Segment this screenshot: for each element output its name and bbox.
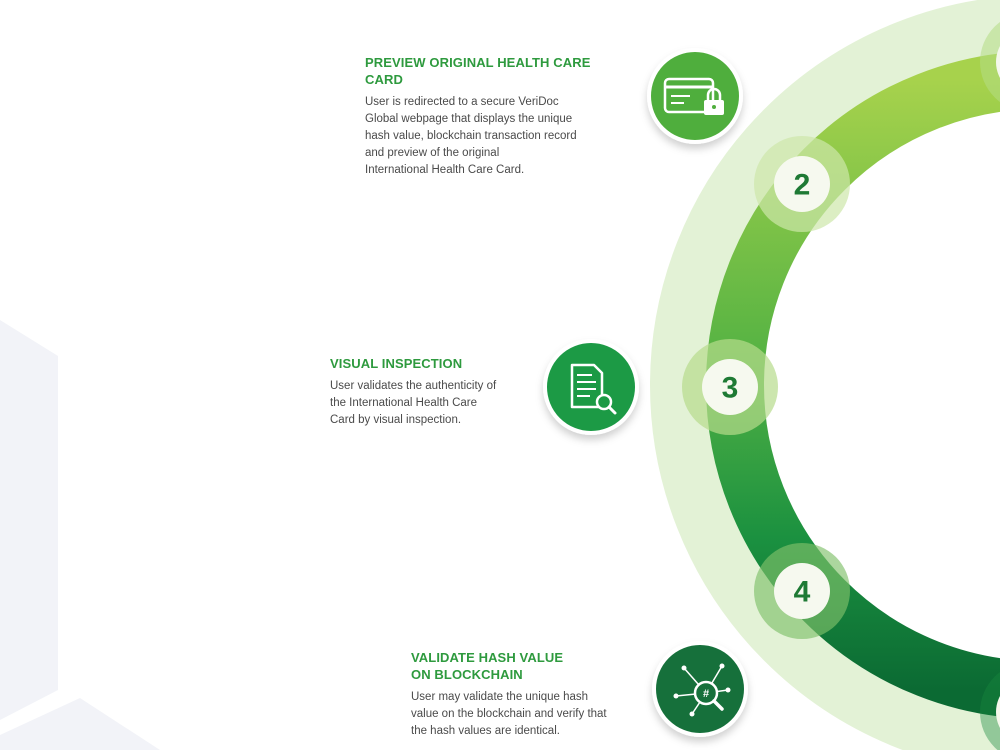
step-3-description: User validates the authenticity of the I…: [330, 380, 497, 426]
background-hexagons: [0, 320, 160, 750]
hash-network-search-icon: #: [652, 641, 748, 737]
step-3-text: VISUAL INSPECTION User validates the aut…: [330, 355, 550, 429]
step-3-title: VISUAL INSPECTION: [330, 356, 463, 371]
step-number-3: 3: [722, 372, 739, 405]
step-node-4: 4: [754, 543, 850, 639]
step-2-description: User is redirected to a secure VeriDoc G…: [365, 96, 577, 176]
step-4-text: VALIDATE HASH VALUE ON BLOCKCHAIN User m…: [411, 649, 651, 740]
step-number-2: 2: [794, 169, 811, 202]
step-node-5: [980, 672, 1000, 750]
step-2-title: PREVIEW ORIGINAL HEALTH CARE CARD: [365, 55, 591, 87]
step-node-1: [980, 22, 1000, 102]
step-4-title: VALIDATE HASH VALUE ON BLOCKCHAIN: [411, 650, 564, 682]
step-node-2: 2: [754, 136, 850, 232]
step-4-description: User may validate the unique hash value …: [411, 691, 607, 737]
step-2-text: PREVIEW ORIGINAL HEALTH CARE CARD User i…: [365, 54, 625, 179]
lock-card-icon: [647, 48, 743, 144]
step-number-4: 4: [794, 576, 811, 609]
svg-text:#: #: [703, 688, 709, 700]
document-search-icon: [543, 339, 639, 435]
step-node-3: 3: [682, 339, 778, 435]
